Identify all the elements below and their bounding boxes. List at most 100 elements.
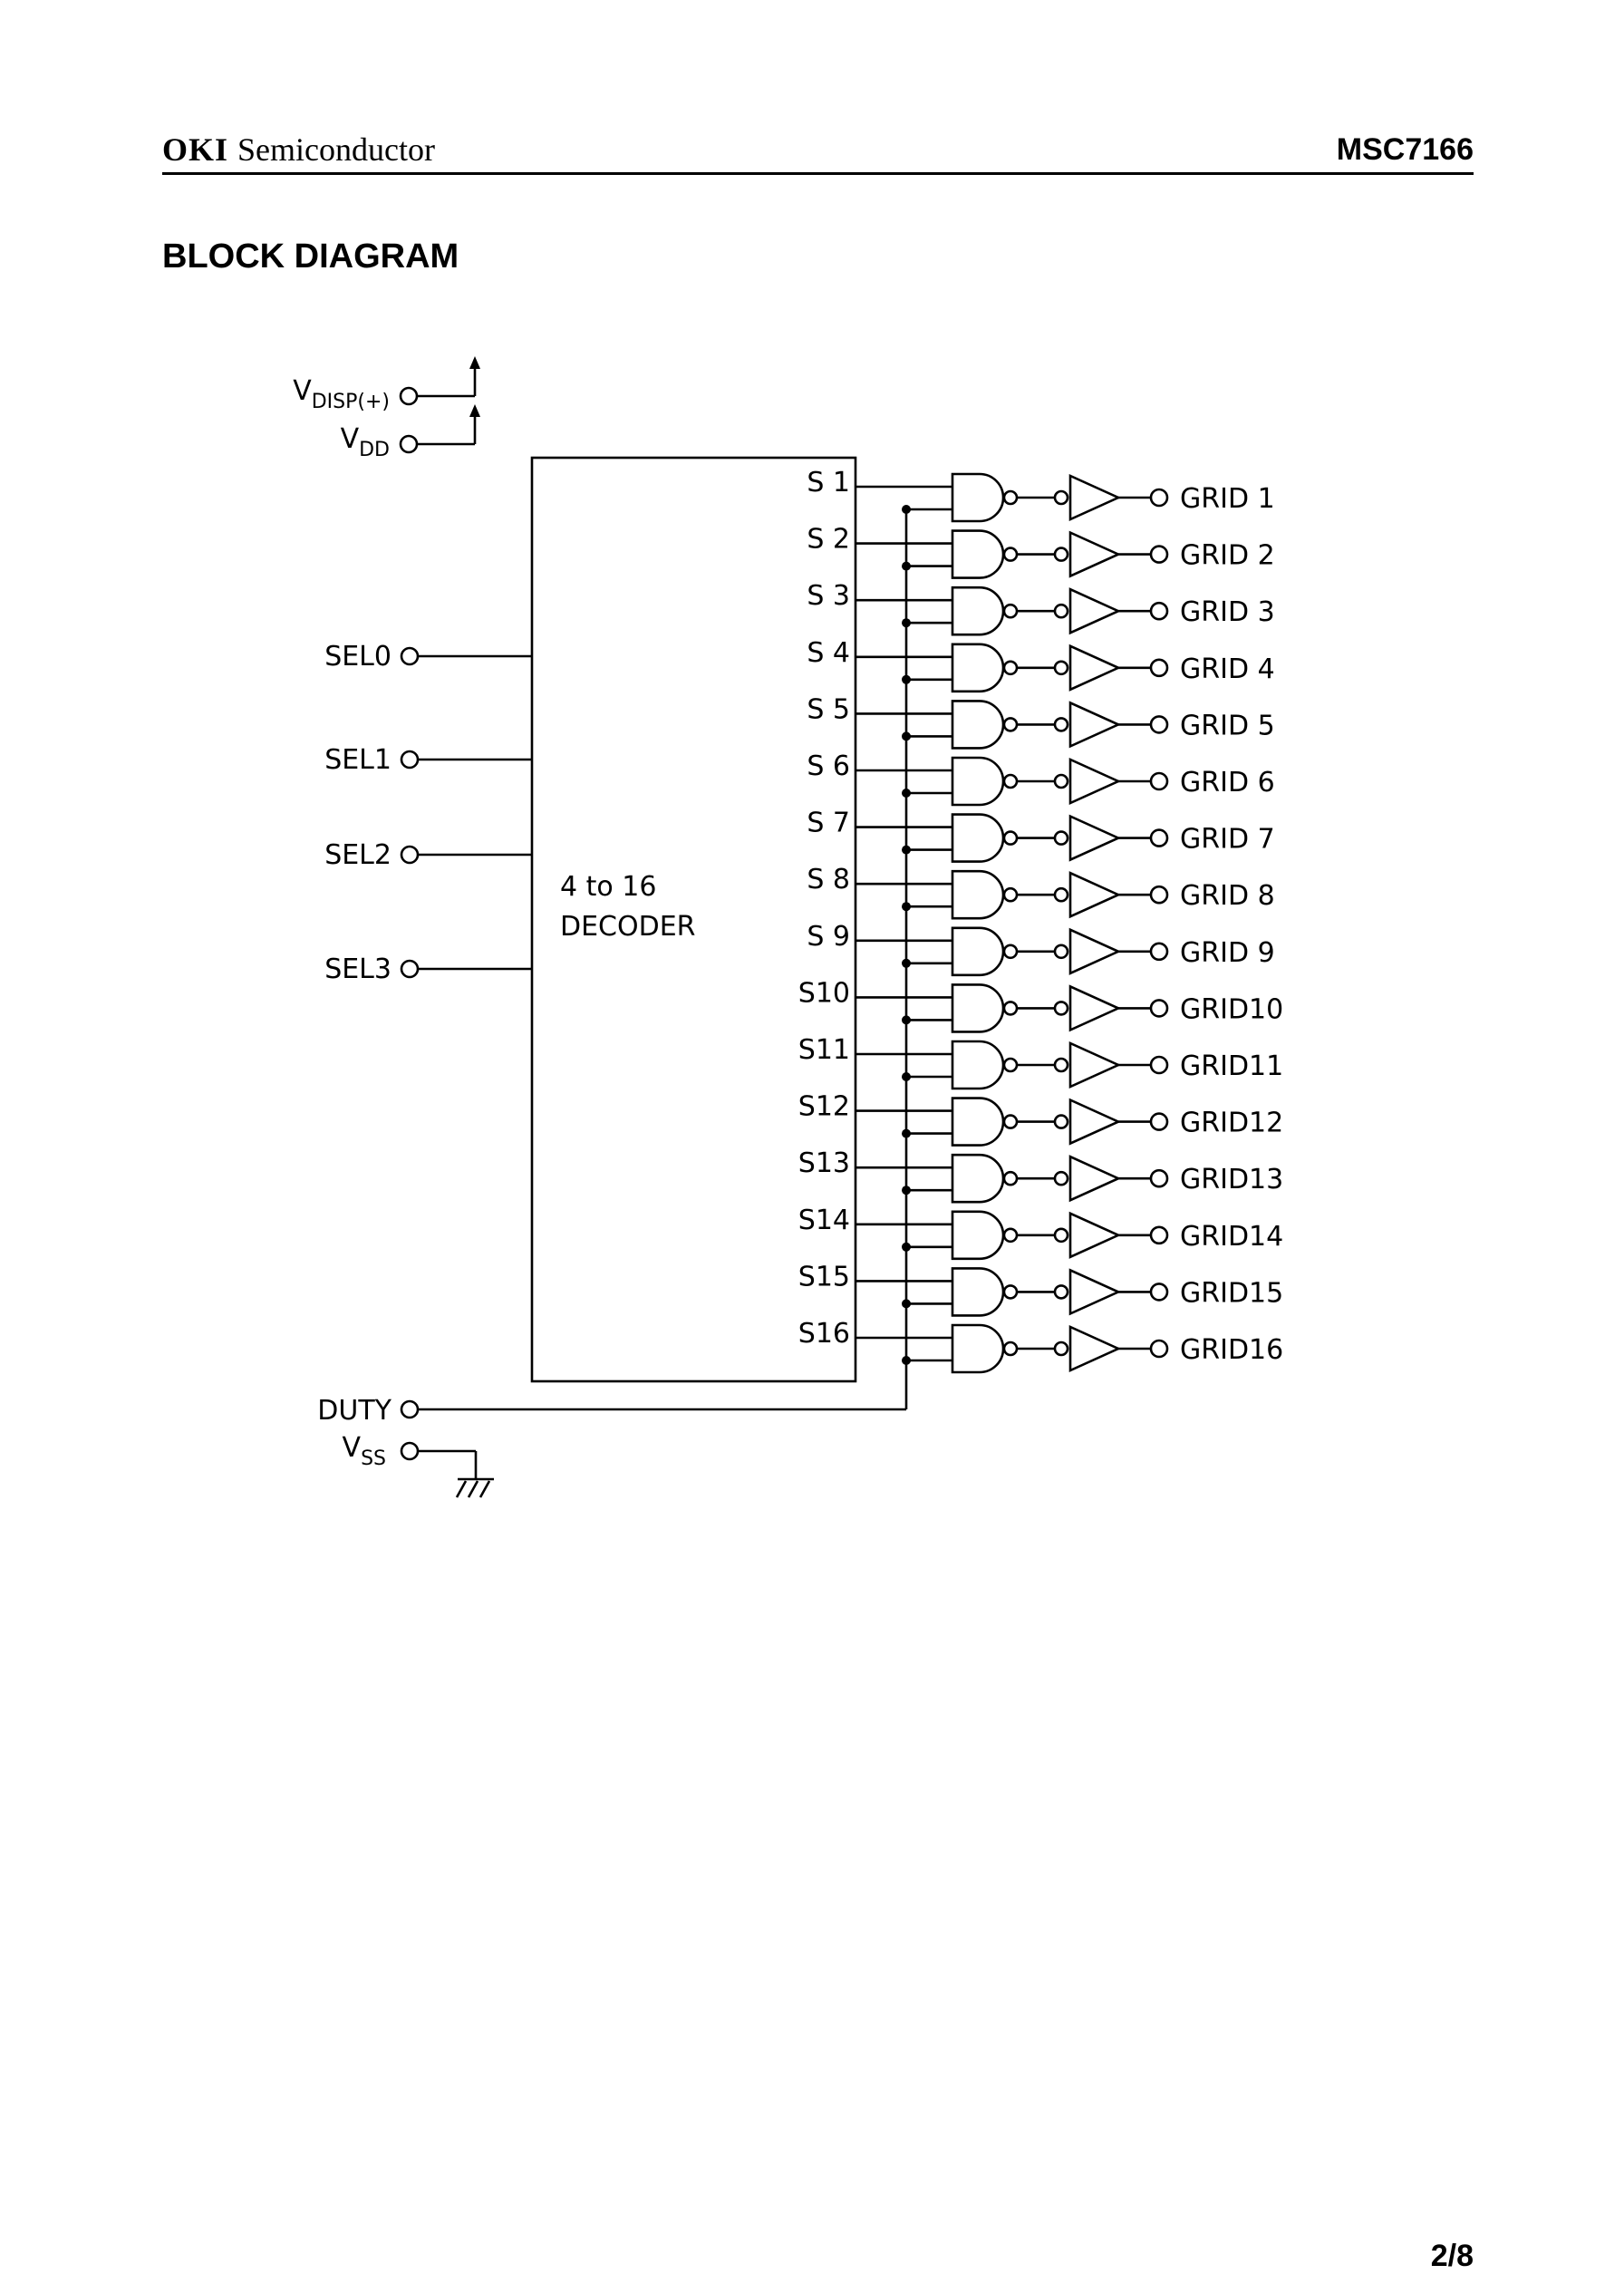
nand-bubble [1002,773,1019,789]
supply-pin-circle [399,434,419,454]
decoder-output-label: S15 [798,1261,850,1292]
buffer-triangle-icon [1068,1324,1122,1373]
buffer-triangle-icon [1068,814,1122,862]
nand-bubble [1002,1114,1019,1129]
output-row: S 3 GRID 3 [807,580,1275,636]
supply-pin-circle [399,386,419,406]
select-input-circle [400,959,420,979]
decoder-output-label: S 1 [807,467,850,498]
grid-output-circle [1149,771,1169,791]
decoder-output-label: S 9 [807,921,850,953]
brand-text: Semiconductor [237,131,435,168]
buffer-input-bubble [1053,547,1069,562]
nand-bubble [1002,660,1019,676]
grid-output-circle [1149,999,1169,1018]
nand-bubble [1002,1227,1019,1244]
grid-output-label: GRID16 [1180,1334,1283,1366]
ground-hatch [467,1480,479,1498]
buffer-triangle-icon [1068,927,1122,975]
buffer-input-bubble [1053,1114,1069,1129]
decoder-output-label: S 3 [807,580,850,612]
decoder-output-label: S 4 [807,637,850,669]
nand-gate-icon [951,472,1005,523]
nand-gate-icon [951,756,1005,807]
decoder-output-label: S 7 [807,808,850,839]
ground-hatch [455,1480,468,1498]
junction-dot [902,561,911,571]
junction-dot [902,1356,911,1365]
junction-dot [902,1186,911,1195]
buffer-triangle-icon [1068,757,1122,806]
nand-gate-icon [951,643,1005,693]
buffer-triangle-icon [1068,871,1122,919]
output-row: S 6 GRID 6 [807,750,1275,807]
ground-pin-label-main: V [343,1432,362,1464]
select-input-circle [400,750,420,770]
decoder-output-label: S16 [798,1318,850,1350]
buffer-input-bubble [1053,1341,1069,1357]
grid-output-circle [1149,601,1169,621]
grid-output-circle [1149,885,1169,905]
decoder-output-label: S 8 [807,864,850,895]
buffer-input-bubble [1053,717,1069,732]
decoder-label-line1: 4 to 16 [560,871,656,903]
buffer-triangle-icon [1068,701,1122,749]
buffer-input-bubble [1053,773,1069,789]
buffer-triangle-icon [1068,984,1122,1032]
grid-output-circle [1149,1339,1169,1359]
grid-output-circle [1149,488,1169,508]
supply-pin-label-sub: DISP(+) [312,391,390,413]
nand-bubble [1002,886,1019,903]
section-title: BLOCK DIAGRAM [162,237,459,276]
decoder-output-label: S11 [798,1034,850,1066]
decoder-output-label: S13 [798,1147,850,1179]
buffer-input-bubble [1053,886,1069,903]
ground-pin-label: VSS [343,1432,386,1470]
buffer-input-bubble [1053,660,1069,676]
grid-output-circle [1149,1283,1169,1302]
up-arrow-icon [469,356,480,369]
select-input-label: SEL0 [324,641,392,673]
grid-output-label: GRID 4 [1180,653,1275,685]
nand-bubble [1002,944,1019,960]
page-number: 2/8 [1430,2239,1474,2273]
junction-dot [902,1072,911,1081]
buffer-triangle-icon [1068,1041,1122,1089]
buffer-input-bubble [1053,1284,1069,1300]
junction-dot [902,1128,911,1138]
supply-pin-label: VDD [341,423,390,461]
grid-output-circle [1149,828,1169,847]
nand-bubble [1002,1170,1019,1186]
buffer-input-bubble [1053,1227,1069,1244]
decoder-output-label: S 6 [807,750,850,782]
select-input-label: SEL1 [324,744,392,776]
nand-bubble [1002,1057,1019,1073]
buffer-triangle-icon [1068,1155,1122,1203]
grid-output-label: GRID 3 [1180,596,1275,628]
nand-gate-icon [951,1153,1005,1204]
junction-dot [902,902,911,912]
nand-gate-icon [951,1097,1005,1147]
duty-input-circle [400,1399,420,1419]
grid-output-label: GRID 6 [1180,767,1275,799]
nand-bubble [1002,547,1019,562]
grid-output-label: GRID13 [1180,1164,1283,1195]
grid-output-circle [1149,715,1169,734]
buffer-input-bubble [1053,1057,1069,1073]
nand-bubble [1002,1001,1019,1016]
buffer-triangle-icon [1068,1098,1122,1146]
buffer-input-bubble [1053,830,1069,846]
buffer-input-bubble [1053,1170,1069,1186]
nand-bubble [1002,830,1019,846]
up-arrow-icon [469,404,480,417]
grid-output-label: GRID 7 [1180,824,1275,856]
junction-dot [902,1015,911,1025]
select-input-circle [400,845,420,865]
buffer-triangle-icon [1068,1211,1122,1259]
